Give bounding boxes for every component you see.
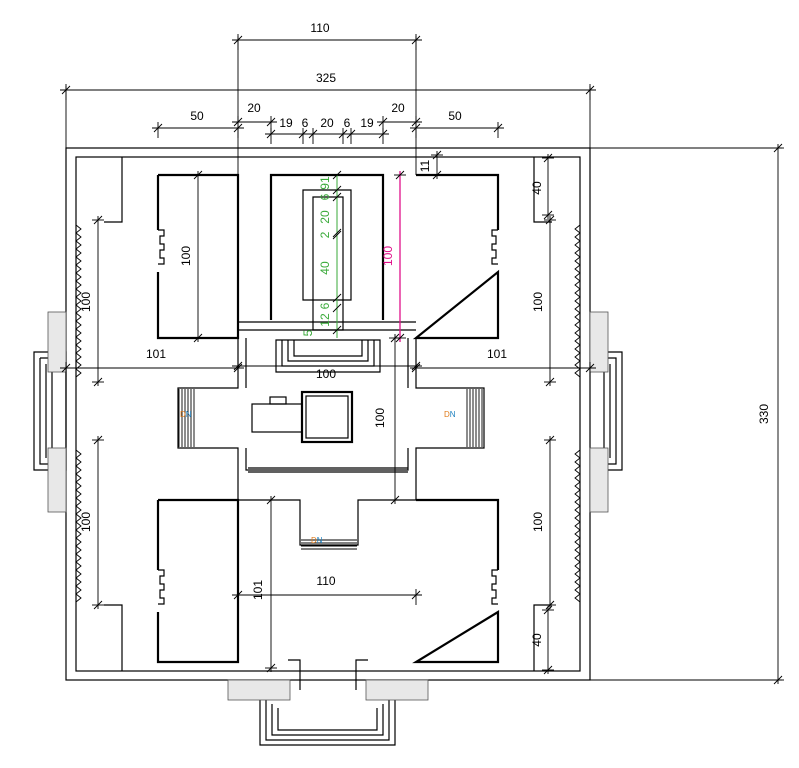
dim-label: 40 [530,633,544,647]
dim-label: 100 [79,512,93,532]
dim-right-bottom-100: 100 [531,435,556,610]
dim-room-tl-100: 100 [179,170,204,343]
dim-left-bottom-100: 100 [79,435,104,610]
dim-right-19: 19 [360,116,374,130]
brick-bottom-right [365,679,429,701]
dim-label: 100 [179,246,193,266]
green-dim-label: 2 [318,231,332,238]
brick-left-bottom [47,447,67,513]
dim-label: 325 [316,71,336,85]
brick-right-top [589,311,609,373]
green-dim-label: 6 [318,193,332,200]
room-top-right [412,173,500,340]
room-bottom-left [156,498,240,664]
dim-label: 100 [531,292,545,312]
window-left-top [75,224,82,378]
corridor-rail [248,467,408,473]
dim-label: 100 [373,408,387,428]
dim-overall-height: 330 [757,143,784,685]
green-dim-label: 40 [318,261,332,275]
dim-left-101: 101 [60,347,244,378]
dim-right-50: 50 [410,109,504,138]
room-bottom-right [412,498,500,664]
dim-right-20: 20 [377,101,422,132]
walls [33,147,623,746]
dim-left-50: 50 [152,109,244,138]
dim-label: 101 [146,347,166,361]
dim-top-110: 110 [232,21,422,50]
central-corridor [177,321,485,546]
green-dim-label: 6 [318,302,332,309]
dim-bottom-101: 101 [251,495,277,673]
dim-label: 20 [247,101,261,115]
dim-left-20: 20 [232,101,277,132]
dim-label: 330 [757,404,771,424]
green-dim-label: 5 [301,329,315,336]
stairs: DN DN DN [178,389,483,550]
dim-right-6: 6 [344,116,351,130]
dim-label: 100 [381,246,395,266]
room-doors-top [158,229,498,265]
dim-hall-100-v: 100 [373,333,401,505]
dim-right-top-100: 100 [531,215,556,387]
front-steps [259,659,396,746]
dim-label: 100 [531,512,545,532]
dim-hall-100-h: 100 [232,360,422,381]
window-right-top [574,224,581,378]
green-dim-label: 20 [318,210,332,224]
brick-bottom-left [227,679,291,701]
brick-walls [47,311,609,701]
dim-chain [265,128,389,144]
stair-dn-label: DN [444,410,456,419]
dim-right-bottom-40: 40 [530,605,554,675]
outer-wall [65,147,591,681]
stair-dn-label: DN [311,536,323,545]
dim-label: 101 [487,347,507,361]
dim-mid-20: 20 [320,116,334,130]
stair-2: DN [301,536,357,550]
fixture-box [251,403,303,433]
stair-0: DN [178,389,195,447]
brick-left-top [47,311,67,373]
dim-label: 110 [316,574,335,588]
elevator-inner [305,395,349,439]
dim-label: 40 [530,181,544,195]
stair-dn-label: DN [180,410,192,419]
green-dim-label: 91 [318,176,332,190]
dim-label: 20 [391,101,405,115]
inner-wall [75,156,581,672]
brick-right-bottom [589,447,609,513]
dim-label: 101 [251,580,265,600]
stair-1: DN [444,389,483,447]
dim-label: 50 [190,109,204,123]
right-porch [590,351,623,471]
dim-left-6: 6 [302,116,309,130]
dim-label: 110 [310,21,329,35]
shaft-dimensions: 91 6 20 2 40 6 125 [301,170,342,338]
dimensions: 110 325 50 50 20 20 19 6 20 6 19 11 330 40 40 100 100 100… [60,21,784,685]
dim-overall-width: 325 [60,71,596,100]
dim-label: 11 [418,159,432,172]
dim-label: 100 [316,367,336,381]
dim-left-19: 19 [279,116,293,130]
dim-right-top-40: 40 [530,153,554,220]
dim-magenta-100: 100 [381,170,406,343]
window-zigzags [75,224,581,603]
fixture-top [269,396,287,405]
dim-bottom-110: 110 [232,574,422,605]
window-left-bottom [75,449,82,603]
room-doors-bottom [158,569,498,605]
dim-right-101: 101 [410,347,596,378]
dim-left-top-100: 100 [79,215,104,387]
green-dim-label: 12 [318,313,332,327]
dim-label: 50 [448,109,462,123]
elevator [300,390,354,444]
dim-label: 100 [79,292,93,312]
dim-gap-11: 11 [418,150,443,180]
room-top-middle [269,173,385,320]
corner-closets [104,157,552,671]
window-right-bottom [574,449,581,603]
